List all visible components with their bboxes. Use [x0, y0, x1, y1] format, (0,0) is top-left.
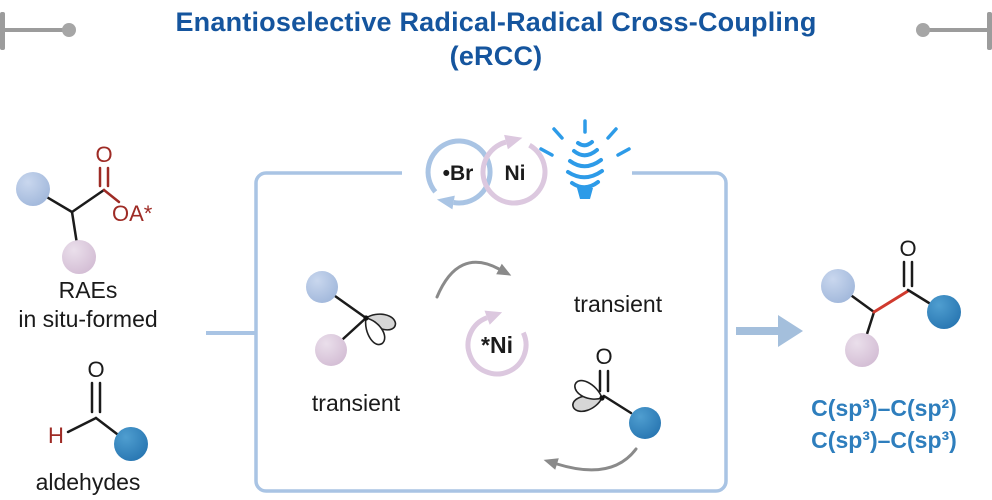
br-cycle-arrowhead [436, 195, 455, 210]
cycle-arrow-top-head [496, 263, 512, 276]
cycle-arrow-top [435, 260, 501, 299]
rae-structure: O OA* [16, 142, 153, 274]
carousel-left-line [4, 28, 64, 32]
chiral-nickel-cycle: *Ni [465, 310, 529, 377]
cycle-arrow-bottom-head [543, 458, 559, 470]
transient-right-label: transient [573, 291, 663, 317]
rae-blue-sphere [16, 172, 50, 206]
acyl-o-label: O [595, 344, 612, 369]
chiral-ni-arrowhead [484, 310, 503, 325]
alkyl-blue-sphere [306, 271, 338, 303]
aldehyde-o-label: O [87, 357, 104, 382]
cycle-flow-arrows [435, 260, 638, 472]
new-stereocenter-bond [872, 289, 910, 314]
acyl-radical-electron [599, 395, 605, 401]
product-arrow [736, 315, 803, 347]
alkyl-radical-electron [363, 315, 369, 321]
product-teal-sphere [927, 295, 961, 329]
transient-left-label: transient [311, 390, 401, 416]
product-blue-sphere [821, 269, 855, 303]
product-structure: O [821, 236, 961, 367]
acyl-teal-sphere [629, 407, 661, 439]
ni-cycle-arc [480, 139, 548, 206]
chiral-nickel-label: *Ni [481, 332, 513, 358]
bond-type-label-2: C(sp³)–C(sp³) [811, 427, 957, 453]
carousel-left-bar [0, 12, 5, 50]
aldehyde-teal-sphere [114, 427, 148, 461]
carousel-left-dot [62, 23, 76, 37]
carousel-right-line [928, 28, 988, 32]
reaction-box [254, 165, 728, 493]
carousel-right-dot [916, 23, 930, 37]
chiral-ni-arc [465, 315, 529, 377]
carousel-right-bar [987, 12, 992, 50]
alkyl-pink-sphere [315, 334, 347, 366]
ni-cycle-arrowhead [504, 134, 523, 150]
page-title-line1: Enantioselective Radical-Radical Cross-C… [175, 7, 817, 37]
rae-pink-sphere [62, 240, 96, 274]
rae-label-line1: RAEs [58, 277, 118, 303]
product-o-label: O [899, 236, 916, 261]
acyl-radical: O [570, 344, 661, 439]
cycle-arrow-bottom [555, 447, 638, 472]
rae-carbonyl-o-label: O [95, 142, 112, 167]
aldehyde-structure: O H [48, 357, 148, 461]
nickel-label: Ni [505, 162, 526, 185]
aldehyde-label: aldehydes [35, 469, 141, 495]
product-pink-sphere [845, 333, 879, 367]
photoredox-cycle: •Br Ni [425, 134, 548, 210]
light-bulb-icon [539, 119, 631, 199]
bond-type-label-1: C(sp³)–C(sp²) [811, 395, 957, 421]
page-title-line2: (eRCC) [449, 41, 543, 71]
rae-label-line2: in situ-formed [18, 306, 158, 332]
br-cycle-arc [425, 138, 493, 206]
bromine-radical-label: •Br [443, 162, 474, 185]
rae-leaving-group-label: OA* [112, 201, 153, 226]
aldehyde-h-label: H [48, 423, 64, 448]
alkyl-radical [306, 271, 399, 366]
